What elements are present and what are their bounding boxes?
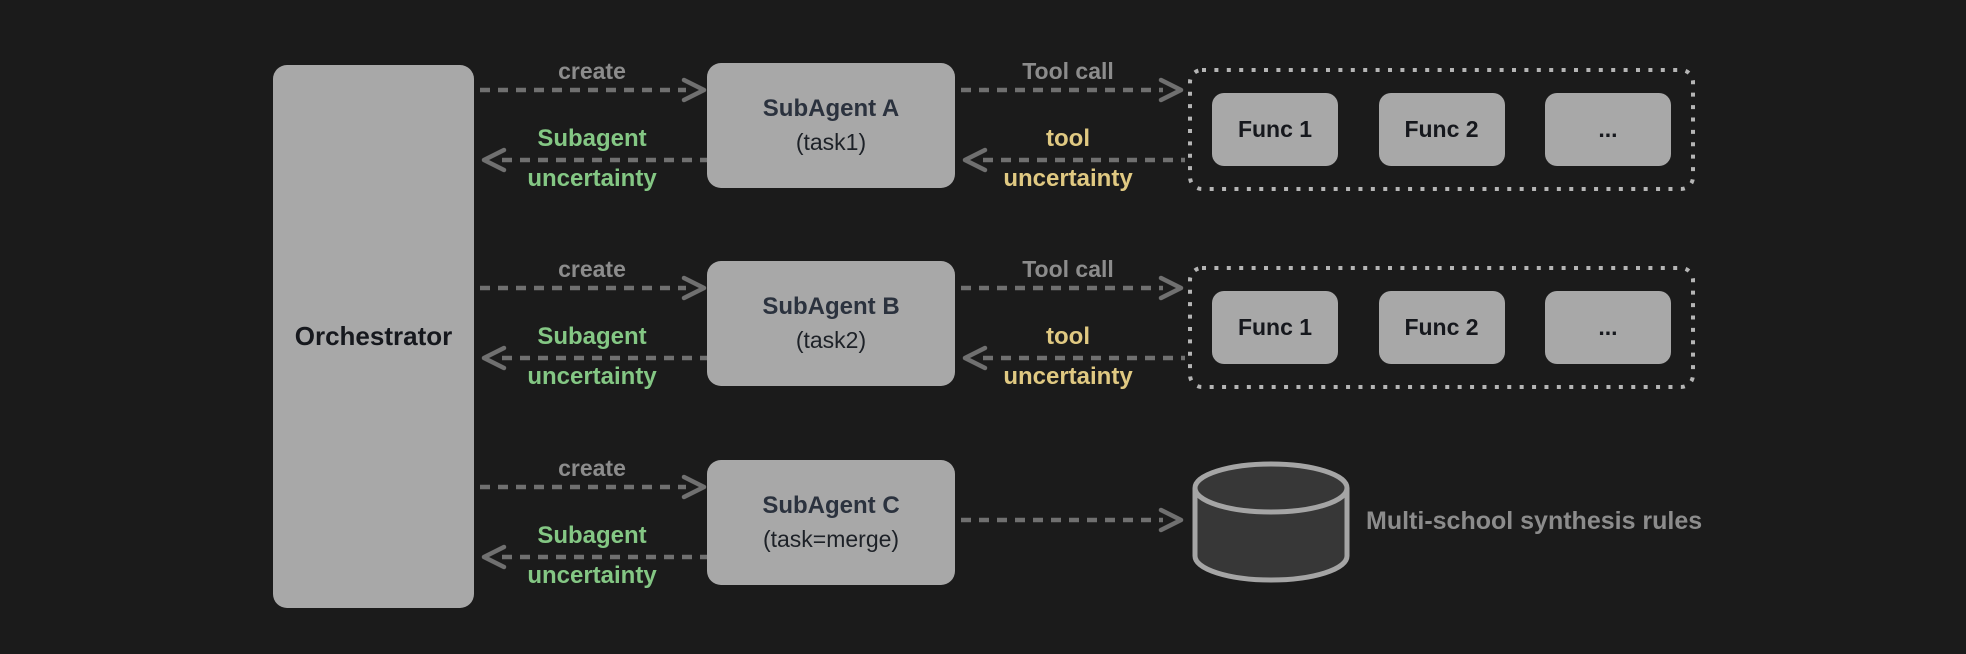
func-label: ... — [1598, 314, 1618, 340]
arrow-head-left-icon — [481, 544, 507, 570]
db-arrow-c — [961, 507, 1184, 533]
subagent-uncertainty-label-c-line1: Subagent — [537, 522, 647, 549]
subagent-a-subtitle: (task1) — [795, 129, 867, 155]
dotted-border-icon — [1188, 266, 1695, 389]
subagent-b-subtitle: (task2) — [795, 327, 867, 353]
subagent-uncertainty-arrow-a — [481, 147, 708, 173]
arrow-head-right-icon — [681, 77, 707, 103]
subagent-a-title: SubAgent A — [762, 95, 900, 122]
subagent-c-node: SubAgent C (task=merge) — [707, 460, 955, 585]
tool-call-arrow-b — [961, 275, 1184, 301]
arrow-head-left-icon — [481, 345, 507, 371]
tool-uncertainty-label-a-line1: tool — [1046, 125, 1090, 152]
func-label: ... — [1598, 116, 1618, 142]
tool-call-label-a: Tool call — [1022, 58, 1114, 84]
arrow-head-right-icon — [681, 275, 707, 301]
func-container-b: Func 1 Func 2 ... — [1188, 266, 1695, 389]
func-node: Func 2 — [1378, 93, 1505, 166]
create-arrow-c — [480, 474, 707, 500]
func-label: Func 1 — [1237, 116, 1313, 142]
dotted-border-icon — [1188, 68, 1695, 191]
tool-uncertainty-label-b-line2: uncertainty — [1003, 363, 1133, 390]
arrow-head-right-icon — [1158, 507, 1184, 533]
orchestrator-label: Orchestrator — [294, 321, 453, 351]
arrow-head-left-icon — [962, 147, 988, 173]
func-row-b: Func 1 Func 2 ... — [1188, 266, 1695, 389]
subagent-uncertainty-arrow-b — [481, 345, 708, 371]
func-label: Func 2 — [1404, 116, 1479, 142]
orchestrator-node: Orchestrator — [273, 65, 474, 608]
func-node: Func 1 — [1212, 291, 1338, 364]
tool-uncertainty-arrow-b — [962, 345, 1185, 371]
subagent-uncertainty-arrow-c — [481, 544, 708, 570]
subagent-uncertainty-label-b-line1: Subagent — [537, 323, 647, 350]
arrow-head-right-icon — [1158, 275, 1184, 301]
tool-uncertainty-label-b-line1: tool — [1046, 323, 1090, 350]
subagent-c-title: SubAgent C — [762, 492, 900, 519]
arrow-head-left-icon — [481, 147, 507, 173]
func-label: Func 1 — [1237, 314, 1313, 340]
arrow-head-right-icon — [681, 474, 707, 500]
subagent-uncertainty-label-c-line2: uncertainty — [527, 562, 657, 589]
subagent-uncertainty-label-b-line2: uncertainty — [527, 363, 657, 390]
func-container-a: Func 1 Func 2 ... — [1188, 68, 1695, 191]
arrow-head-right-icon — [1158, 77, 1184, 103]
db-label: Multi-school synthesis rules — [1366, 507, 1703, 535]
func-node: Func 2 — [1378, 291, 1505, 364]
create-arrow-a — [480, 77, 707, 103]
subagent-b-title: SubAgent B — [762, 293, 900, 320]
func-node: ... — [1545, 93, 1671, 166]
subagent-c-subtitle: (task=merge) — [762, 526, 900, 552]
create-arrow-b — [480, 275, 707, 301]
func-node: Func 1 — [1212, 93, 1338, 166]
func-label: Func 2 — [1404, 314, 1479, 340]
func-node: ... — [1545, 291, 1671, 364]
arrow-head-left-icon — [962, 345, 988, 371]
create-label-b: create — [558, 256, 626, 282]
tool-uncertainty-arrow-a — [962, 147, 1185, 173]
subagent-a-node: SubAgent A (task1) — [707, 63, 955, 188]
subagent-b-node: SubAgent B (task2) — [707, 261, 955, 386]
func-row-a: Func 1 Func 2 ... — [1188, 68, 1695, 191]
create-label-c: create — [558, 455, 626, 481]
subagent-uncertainty-label-a-line1: Subagent — [537, 125, 647, 152]
tool-call-label-b: Tool call — [1022, 256, 1114, 282]
subagent-uncertainty-label-a-line2: uncertainty — [527, 165, 657, 192]
tool-uncertainty-label-a-line2: uncertainty — [1003, 165, 1133, 192]
tool-call-arrow-a — [961, 77, 1184, 103]
database-icon — [1192, 461, 1350, 583]
create-label-a: create — [558, 58, 626, 84]
